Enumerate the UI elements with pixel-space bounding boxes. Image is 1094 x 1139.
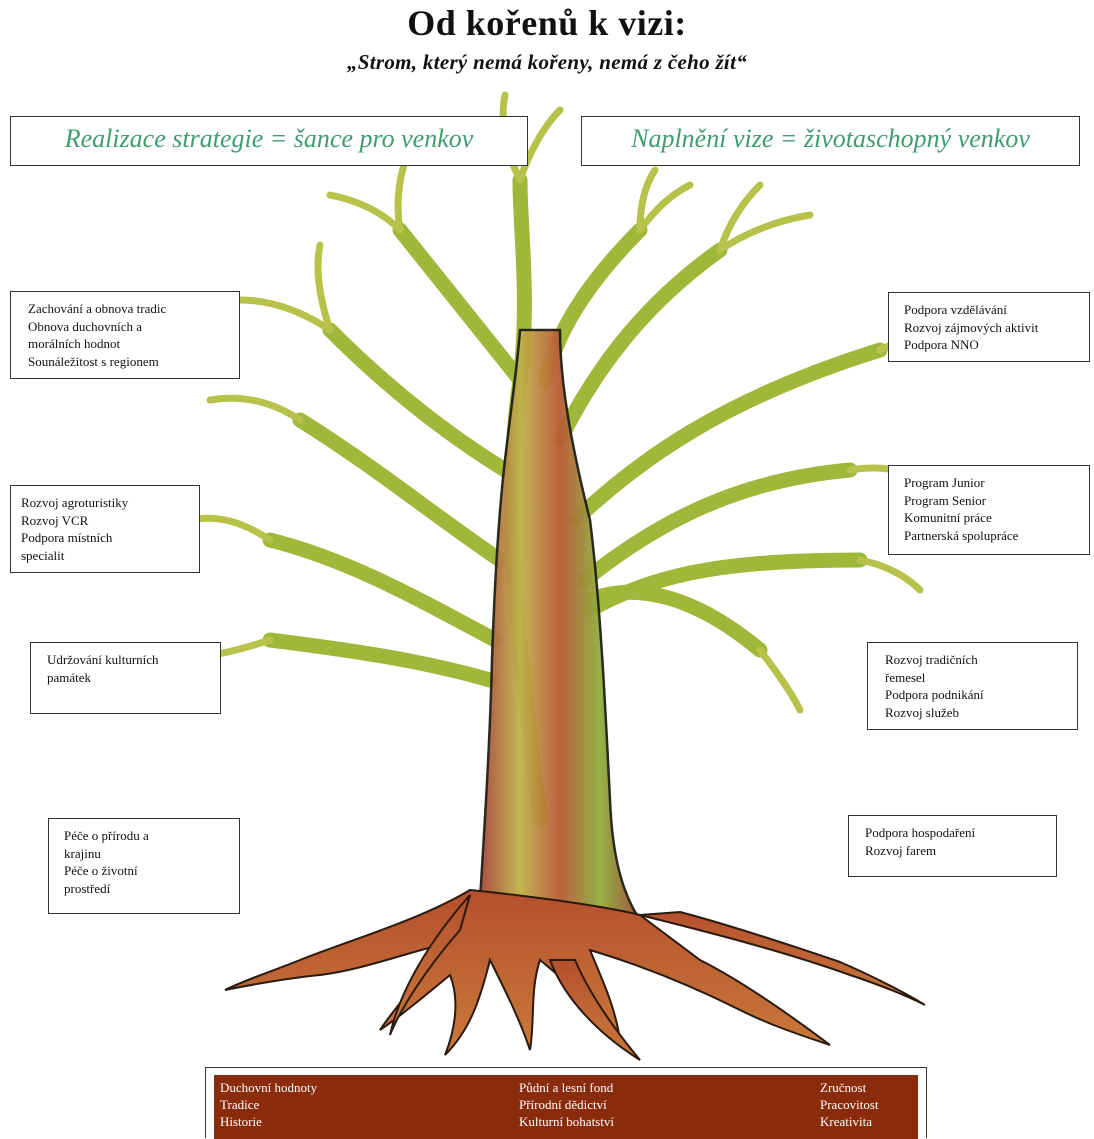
box-line: Rozvoj tradičních	[885, 652, 978, 667]
box-line: Obnova duchovních a	[28, 318, 143, 334]
box-line: krajinu	[64, 845, 101, 861]
page-title: Od kořenů k vizi:	[407, 3, 687, 43]
box-line: Rozvoj farem	[865, 842, 937, 858]
roots-item: Duchovní hodnoty	[220, 1080, 318, 1095]
left-box-agrotourism: Rozvoj agroturistiky Rozvoj VCR Podpora …	[10, 485, 200, 573]
roots-item: Tradice	[220, 1097, 260, 1112]
box-line: Zachování a obnova tradic	[28, 301, 167, 316]
box-line: Rozvoj agroturistiky	[21, 495, 129, 510]
roots-item: Historie	[220, 1114, 262, 1129]
roots-item: Zručnost	[820, 1080, 867, 1095]
left-box-nature: Péče o přírodu a krajinu Péče o životní …	[48, 818, 240, 914]
box-line: Rozvoj zájmových aktivit	[904, 319, 1039, 335]
right-box-farming: Podpora hospodaření Rozvoj farem	[848, 815, 1057, 877]
box-line: Péče o životní	[64, 863, 138, 878]
roots-item: Pracovitost	[820, 1097, 879, 1112]
box-line: Komunitní práce	[904, 510, 992, 525]
roots-panel: Duchovní hodnoty Tradice Historie Půdní …	[205, 1067, 927, 1139]
roots-item: Půdní a lesní fond	[519, 1080, 614, 1095]
box-line: prostředí	[64, 880, 111, 896]
roots-column-heritage: Půdní a lesní fond Přírodní dědictví Kul…	[519, 1079, 614, 1130]
box-line: památek	[47, 669, 92, 685]
box-line: Udržování kulturních	[47, 652, 159, 667]
tree-trunk	[478, 328, 643, 922]
roots-panel-fill: Duchovní hodnoty Tradice Historie Půdní …	[214, 1075, 918, 1139]
box-line: specialit	[21, 547, 65, 563]
box-line: Rozvoj služeb	[885, 704, 960, 720]
left-box-monuments: Udržování kulturních památek	[30, 642, 221, 714]
left-box-traditions: Zachování a obnova tradic Obnova duchovn…	[10, 291, 240, 379]
box-line: Podpora podnikání	[885, 687, 984, 702]
tree-roots	[224, 888, 926, 1061]
right-box-crafts: Rozvoj tradičních řemesel Podpora podnik…	[867, 642, 1078, 730]
headline-strategy: Realizace strategie = šance pro venkov	[10, 116, 528, 166]
box-line: Péče o přírodu a	[64, 828, 149, 843]
roots-item: Kulturní bohatství	[519, 1114, 614, 1129]
box-line: Program Junior	[904, 475, 985, 490]
box-line: Podpora vzdělávání	[904, 302, 1007, 317]
box-line: Podpora místních	[21, 530, 113, 545]
headline-vision: Naplnění vize = životaschopný venkov	[581, 116, 1080, 166]
box-line: Podpora NNO	[904, 337, 979, 352]
roots-column-values: Duchovní hodnoty Tradice Historie	[220, 1079, 317, 1130]
page-subtitle: „Strom, který nemá kořeny, nemá z čeho ž…	[346, 50, 748, 74]
roots-item: Kreativita	[820, 1114, 872, 1129]
box-line: Podpora hospodaření	[865, 825, 976, 840]
right-box-education: Podpora vzdělávání Rozvoj zájmových akti…	[888, 292, 1090, 362]
roots-item: Přírodní dědictví	[519, 1097, 607, 1112]
right-box-programs: Program Junior Program Senior Komunitní …	[888, 465, 1090, 555]
roots-column-skills: Zručnost Pracovitost Kreativita	[820, 1079, 879, 1130]
box-line: Partnerská spolupráce	[904, 527, 1019, 543]
box-line: morálních hodnot	[28, 336, 121, 351]
box-line: Sounáležitost s regionem	[28, 353, 159, 369]
box-line: Program Senior	[904, 492, 986, 508]
box-line: Rozvoj VCR	[21, 512, 89, 528]
box-line: řemesel	[885, 669, 926, 685]
